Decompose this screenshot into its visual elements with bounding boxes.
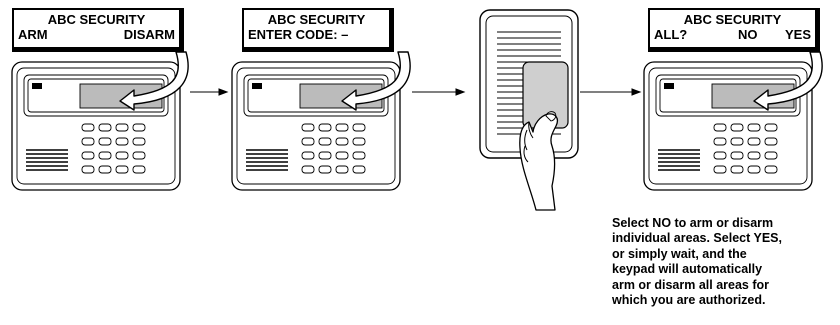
caption-line: which you are authorized. xyxy=(612,293,824,308)
instruction-caption: Select NO to arm or disarm individual ar… xyxy=(612,216,824,308)
caption-line: arm or disarm all areas for xyxy=(612,278,824,293)
keypad-3 xyxy=(644,62,812,190)
keypad-1 xyxy=(12,62,180,190)
keypad-2 xyxy=(232,62,400,190)
caption-line: keypad will automatically xyxy=(612,262,824,277)
caption-line: Select NO to arm or disarm xyxy=(612,216,824,231)
caption-line: individual areas. Select YES, xyxy=(612,231,824,246)
hand-icon xyxy=(520,114,558,210)
caption-line: or simply wait, and the xyxy=(612,247,824,262)
